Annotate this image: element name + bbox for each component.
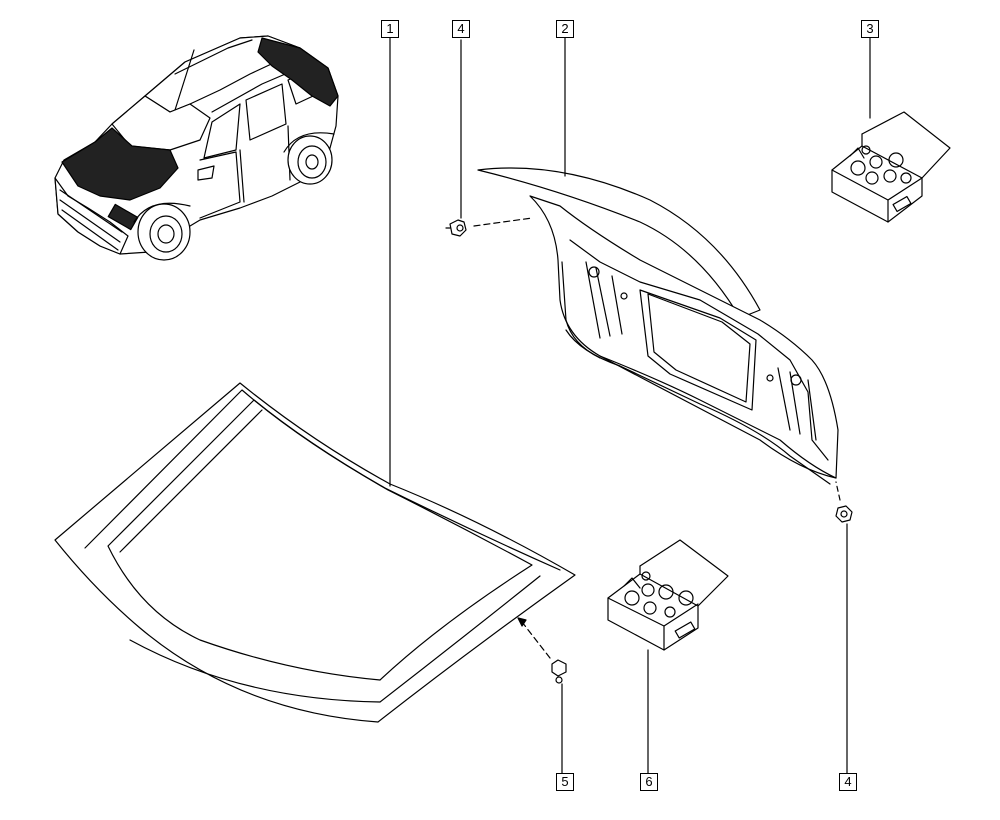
fastener-4-bottom bbox=[835, 481, 853, 774]
bonnet-part bbox=[54, 382, 576, 723]
callout-4-bottom: 4 bbox=[839, 773, 857, 791]
callout-4-top: 4 bbox=[452, 20, 470, 38]
clip-kit-box-3 bbox=[831, 111, 951, 223]
leader-lines bbox=[389, 36, 871, 774]
callout-6: 6 bbox=[640, 773, 658, 791]
clip-kit-box-6 bbox=[607, 539, 729, 651]
callout-5: 5 bbox=[556, 773, 574, 791]
fastener-5 bbox=[517, 617, 567, 774]
callout-2: 2 bbox=[556, 20, 574, 38]
tailgate-part bbox=[477, 167, 839, 485]
vehicle-illustration bbox=[54, 35, 339, 261]
callout-3: 3 bbox=[861, 20, 879, 38]
fastener-4-top bbox=[445, 39, 533, 237]
callout-1: 1 bbox=[381, 20, 399, 38]
